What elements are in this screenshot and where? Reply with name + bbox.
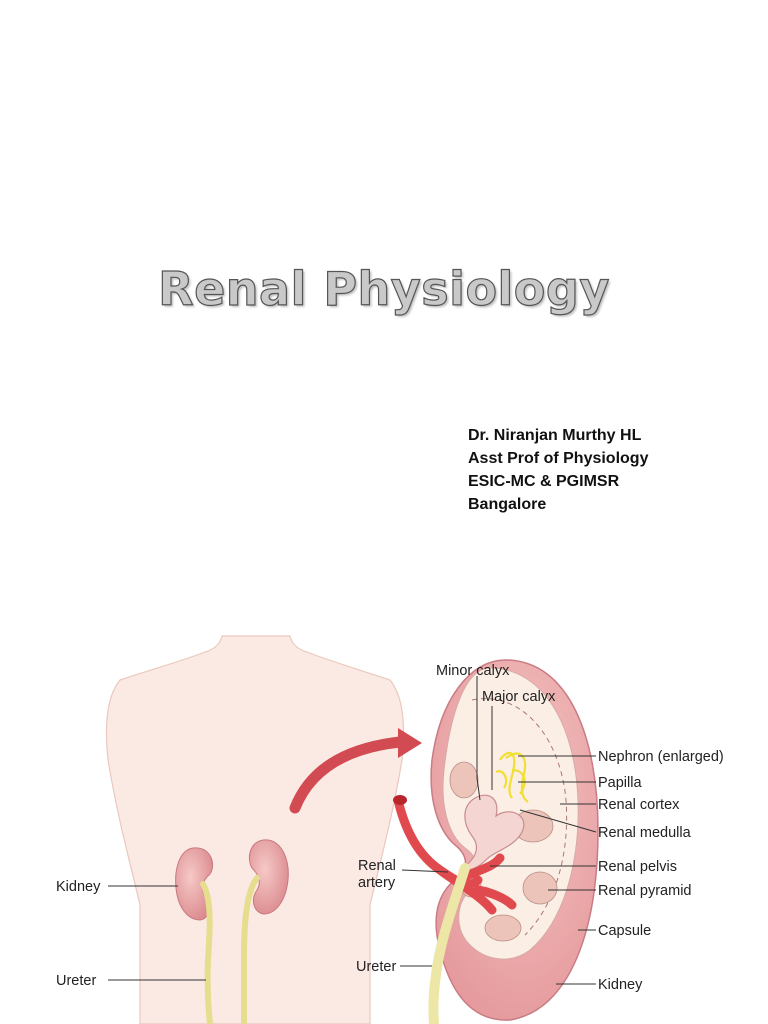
label-renal-medulla: Renal medulla [598, 825, 692, 841]
renal-pelvis-shape [458, 794, 525, 871]
right-kidney-shape [248, 839, 289, 915]
author-name: Dr. Niranjan Murthy HL [468, 427, 642, 444]
label-papilla: Papilla [598, 775, 642, 791]
zoom-arrow-head [398, 728, 422, 758]
label-renal-artery-1: Renal [358, 858, 396, 874]
detail-ureter-shape [428, 863, 470, 1024]
label-minor-calyx: Minor calyx [436, 663, 510, 679]
label-renal-artery-2: artery [358, 875, 396, 891]
nephron-shape [495, 751, 529, 803]
author-city: Bangalore [468, 496, 547, 513]
cortex-boundary-line [471, 698, 568, 936]
label-kidney-body: Kidney [56, 879, 101, 895]
artery-cut-end [393, 795, 407, 805]
torso-silhouette [105, 635, 405, 1024]
label-major-calyx: Major calyx [482, 689, 556, 705]
label-ureter-detail: Ureter [356, 959, 396, 975]
label-renal-cortex: Renal cortex [598, 797, 680, 813]
author-institution: ESIC-MC & PGIMSR [468, 473, 620, 490]
leader-lines [108, 676, 597, 985]
author-position: Asst Prof of Physiology [468, 450, 649, 467]
slide-title: Renal Physiology [158, 261, 610, 316]
label-nephron: Nephron (enlarged) [598, 749, 724, 765]
author-block: Dr. Niranjan Murthy HL Asst Prof of Phys… [468, 424, 648, 516]
label-renal-pyramid: Renal pyramid [598, 883, 692, 899]
label-renal-pelvis: Renal pelvis [598, 859, 677, 875]
renal-artery-shape [393, 795, 517, 915]
left-ureter-shape [200, 881, 213, 1024]
right-ureter-shape [240, 875, 260, 1024]
label-ureter-body: Ureter [56, 973, 96, 989]
label-kidney-detail: Kidney [598, 977, 643, 993]
label-capsule: Capsule [598, 923, 651, 939]
zoom-arrow [289, 736, 406, 814]
